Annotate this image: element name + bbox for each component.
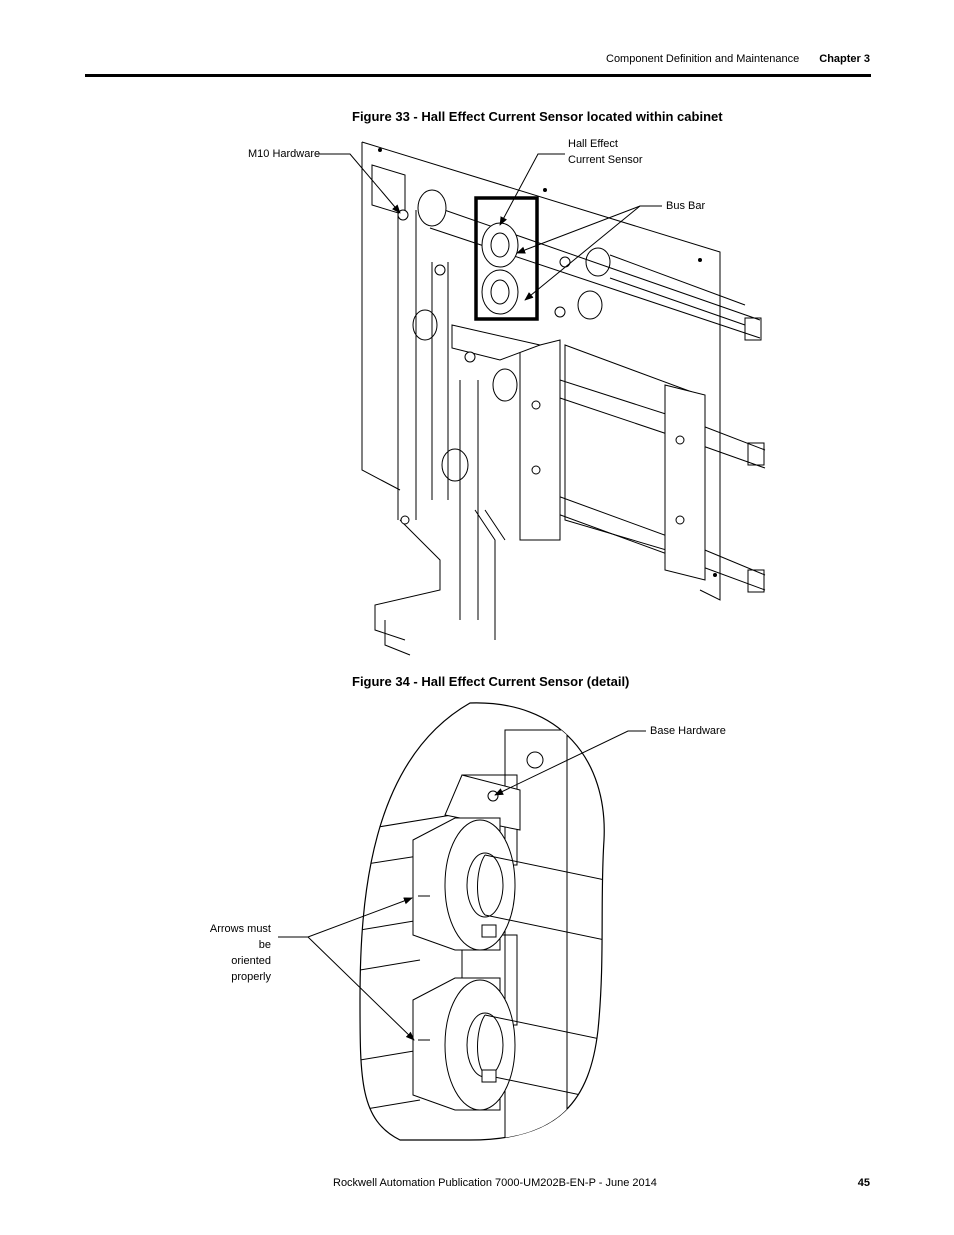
running-header: Component Definition and Maintenance Cha… <box>606 53 870 65</box>
header-chapter: Chapter 3 <box>819 53 870 65</box>
figure-33-caption: Figure 33 - Hall Effect Current Sensor l… <box>352 109 723 124</box>
header-section: Component Definition and Maintenance <box>606 53 800 65</box>
label-base-hardware: Base Hardware <box>650 725 726 737</box>
label-arrows-orientation: Arrows must be oriented properly <box>209 923 271 983</box>
label-hall-effect-sensor: Hall Effect Current Sensor <box>568 138 643 166</box>
highlight-box <box>474 196 539 321</box>
label-m10-hardware: M10 Hardware <box>248 148 321 160</box>
figure-34-caption: Figure 34 - Hall Effect Current Sensor (… <box>352 674 630 689</box>
header-rule <box>85 74 871 77</box>
page-number: 45 <box>857 1177 870 1189</box>
label-bus-bar: Bus Bar <box>666 200 706 212</box>
footer-publication: Rockwell Automation Publication 7000-UM2… <box>333 1177 657 1189</box>
